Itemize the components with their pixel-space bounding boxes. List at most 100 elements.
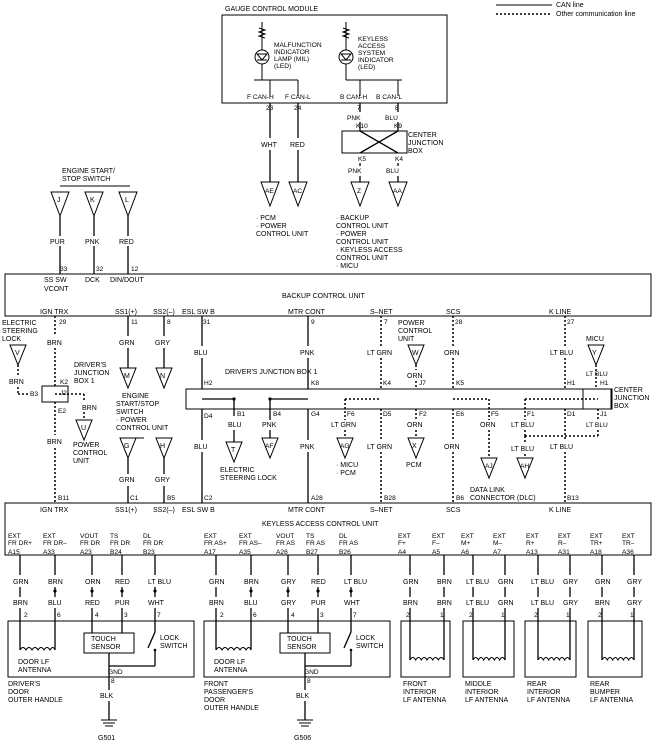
kacu-up-b28: B28 [384, 495, 396, 502]
connector-z-label: Z [357, 188, 361, 195]
wire-pnk-cjb: PNK [347, 115, 361, 122]
pas-touch-1: TOUCH [287, 636, 312, 643]
drivers-junction-box-1: DRIVER'S JUNCTION BOX 1 [185, 369, 613, 410]
kacu-title: KEYLESS ACCESS CONTROL UNIT [262, 521, 379, 528]
kacu-lower-name: FR DR [80, 540, 100, 547]
antenna-pin: 1 [440, 612, 444, 619]
gcm-pin-bcanl: B CAN-L [376, 94, 402, 101]
kacu-lower-name: EXT [461, 533, 474, 540]
wire-pnk-af: PNK [262, 422, 277, 429]
kacu-lower-name: TR+ [590, 540, 603, 547]
kacu-un-scs: SCS [446, 507, 461, 514]
pas-ant-2: ANTENNA [214, 667, 248, 674]
pas-lock-2: SWITCH [356, 643, 384, 650]
connector-af-label: AF [265, 443, 273, 450]
kacu-lower-name: EXT [526, 533, 539, 540]
es-name-vcont: VCONT [44, 286, 69, 293]
connector-ah-label: AH [520, 463, 529, 470]
kacu-lower-name: FR AS [339, 540, 359, 547]
pas-ant-1: DOOR LF [214, 659, 245, 666]
kacu-lower-name: F– [432, 540, 440, 547]
dlc-label-2: CONNECTOR (DLC) [470, 495, 536, 502]
kacu-lower-name: EXT [398, 533, 411, 540]
kacu-lower-name: M+ [461, 540, 470, 547]
wire-brn-bcu: BRN [47, 340, 62, 347]
pcu-left-3: UNIT [73, 458, 90, 465]
wire-color-label: GRN [498, 579, 514, 586]
backup-top-2: CONTROL UNIT [336, 223, 389, 230]
connector-h-label: H [160, 443, 165, 450]
connector-ac-label: AC [293, 188, 302, 195]
bcu-num-9: 9 [311, 319, 315, 326]
bcu-pin-snet: S–NET [370, 309, 393, 316]
connector-ac: AC [288, 181, 308, 208]
wire-color-label: GRN [498, 600, 514, 607]
connector-j-label: J [57, 197, 61, 204]
drivers-door-outer-handle: 2 6 4 3 7 DOOR LF ANTENNA TOUCH SENSOR L… [7, 612, 195, 685]
kacu-up-c2: C2 [204, 495, 213, 502]
bcu-num-8: 8 [167, 319, 171, 326]
pcu-mid-1: POWER [398, 320, 424, 327]
es-mid-5: CONTROL UNIT [116, 425, 169, 432]
wire-color-label: ORN [85, 579, 101, 586]
drv-pin-7: 7 [157, 612, 161, 619]
kacu-lower-name: FR AS [306, 540, 326, 547]
micu-pcm-1: · MICU [336, 462, 358, 469]
wire-color-label: RED [85, 600, 100, 607]
cjb-k9: K9 [394, 123, 402, 130]
keyless-label-2: ACCESS [358, 43, 386, 50]
center-junction-box-top: K10 K9 K5 K4 CENTER JUNCTION BOX [341, 123, 443, 163]
legend-can-line: CAN line [556, 2, 584, 9]
cjb-right-j1: J1 [600, 411, 607, 418]
kacu-lower-name: R+ [526, 540, 535, 547]
djb1-k5: K5 [456, 380, 464, 387]
kacu-lower-name: FR DR– [43, 540, 67, 547]
djb1-b1: B1 [237, 411, 245, 418]
wire-orn-aj: ORN [480, 422, 496, 429]
wire-color-label: GRY [281, 600, 296, 607]
pas-label-3: DOOR [204, 697, 225, 704]
connector-aa: AA [388, 181, 408, 208]
keyless-label-5: (LED) [358, 64, 375, 71]
backup-top-5: · KEYLESS ACCESS [336, 247, 403, 254]
pcu-mid-3: UNIT [398, 336, 415, 343]
bcu-pin-ss1: SS1(+) [115, 309, 137, 316]
kacu-lower-pin: B26 [339, 549, 351, 556]
kacu-un-snet: S–NET [370, 507, 393, 514]
wire-color-label: PUR [311, 600, 326, 607]
antenna-label: LF ANTENNA [590, 697, 634, 704]
kacu-lower-name: EXT [590, 533, 603, 540]
kacu-lower-name: EXT [622, 533, 635, 540]
wire-gry-h: GRY [155, 477, 170, 484]
pas-pin-6: 6 [253, 612, 257, 619]
gauge-control-module: GAUGE CONTROL MODULE MALFUNCTION INDICAT… [221, 6, 448, 112]
wire-blu-t: BLU [228, 422, 242, 429]
wire-color-label: BRN [13, 600, 28, 607]
bcu-num-11: 11 [131, 319, 138, 326]
pcm-label: PCM [406, 462, 422, 469]
bcu-num-31: 31 [203, 319, 211, 326]
wire-blk-1: BLK [100, 693, 114, 700]
gcm-pin-fcanh: F CAN-H [247, 94, 274, 101]
drv-label-1: DRIVER'S [8, 681, 41, 688]
wire-brn-kacu: BRN [47, 439, 62, 446]
antenna-label: INTERIOR [465, 689, 498, 696]
djb1-h1: H1 [567, 380, 576, 387]
kacu-lower-pin: B27 [306, 549, 318, 556]
djb1-d5: D5 [383, 411, 392, 418]
pas-label-1: FRONT [204, 681, 229, 688]
esl-label-2: STEERING [2, 328, 38, 335]
wire-color-label: BRN [209, 600, 224, 607]
drv-touch-2: SENSOR [91, 644, 121, 651]
backup-top-4: CONTROL UNIT [336, 239, 389, 246]
engine-start-stop-switch: ENGINE START/ STOP SWITCH J K L [50, 168, 138, 218]
kacu-lower-pin: A18 [590, 549, 602, 556]
pas-pin-4: 4 [291, 612, 295, 619]
bcu-pin-mtr: MTR CONT [288, 309, 326, 316]
wire-color-label: BRN [437, 579, 452, 586]
wire-ltblu-kline: LT BLU [550, 350, 573, 357]
wire-ltgrn-snet2: LT GRN [367, 444, 392, 451]
wire-color-label: GRN [13, 579, 29, 586]
